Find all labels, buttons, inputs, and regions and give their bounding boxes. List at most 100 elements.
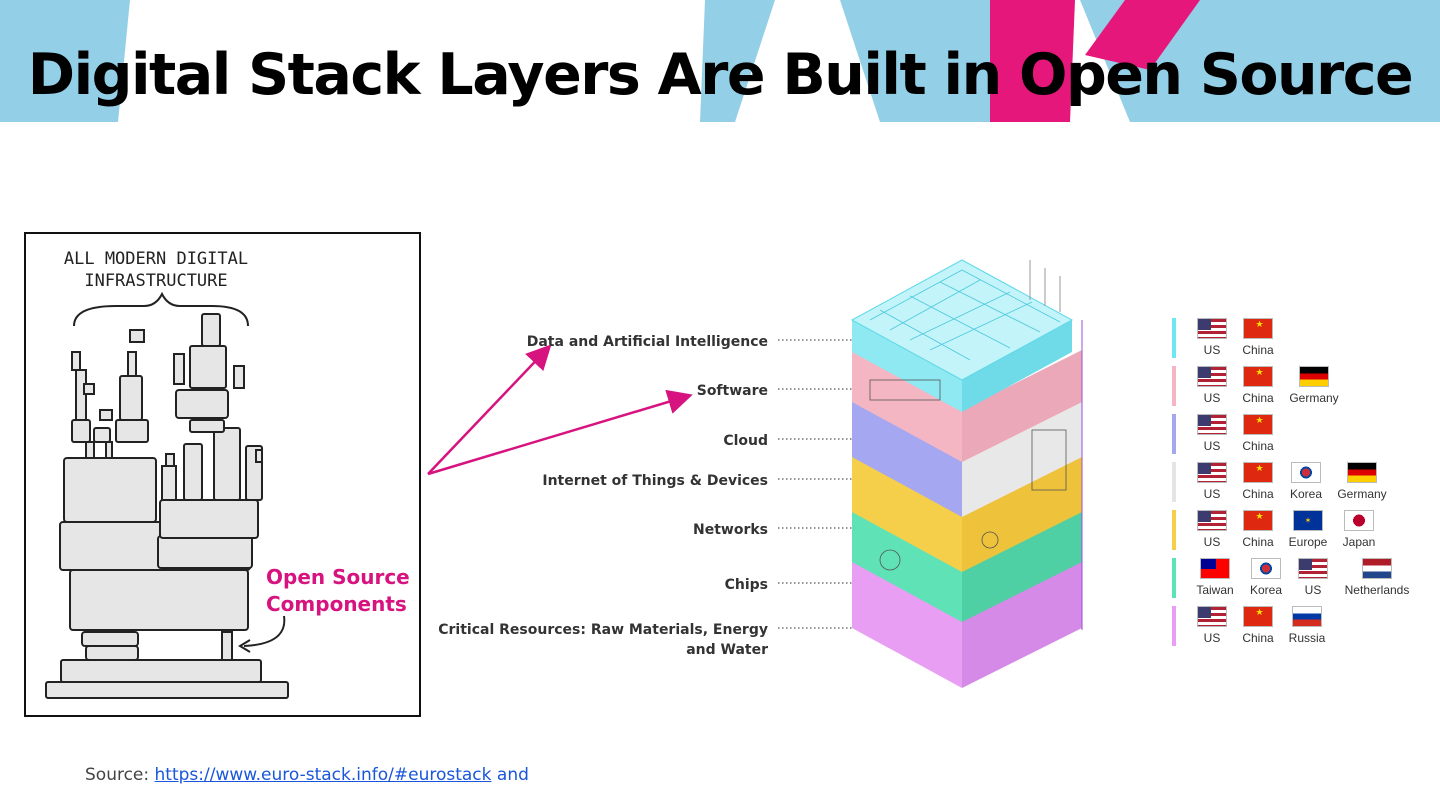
flag-us: US [1283, 558, 1343, 597]
china-flag-icon: ★ [1243, 510, 1273, 531]
flag-taiwan: Taiwan [1185, 558, 1245, 597]
layer-label-software: Software [696, 383, 768, 399]
country-name: US [1304, 583, 1322, 597]
legend-row-iot: US ★ China Korea Germany [1172, 458, 1432, 502]
china-flag-icon: ★ [1243, 414, 1273, 435]
china-flag-icon: ★ [1243, 318, 1273, 339]
country-name: China [1242, 391, 1274, 405]
layer-label-iot: Internet of Things & Devices [542, 473, 768, 489]
legend-color-bar [1172, 510, 1176, 550]
flag-us: US [1182, 510, 1242, 549]
legend-color-bar [1172, 318, 1176, 358]
country-name: US [1203, 487, 1221, 501]
legend-color-bar [1172, 606, 1176, 646]
flag-netherlands: Netherlands [1332, 558, 1422, 597]
flag-korea: Korea [1236, 558, 1296, 597]
header-banner: Digital Stack Layers Are Built in Open S… [0, 0, 1440, 122]
germany-flag-icon [1347, 462, 1377, 483]
layer-label-chips: Chips [724, 577, 768, 593]
us-flag-icon [1197, 462, 1227, 483]
source-suffix: and [496, 765, 529, 785]
us-flag-icon [1197, 318, 1227, 339]
netherlands-flag-icon [1362, 558, 1392, 579]
legend-color-bar [1172, 462, 1176, 502]
flag-china: ★ China [1228, 318, 1288, 357]
country-name: Europe [1288, 535, 1328, 549]
country-name: China [1242, 535, 1274, 549]
digital-stack-illustration [778, 259, 1083, 688]
flag-china: ★ China [1228, 462, 1288, 501]
flag-china: ★ China [1228, 414, 1288, 453]
us-flag-icon [1197, 414, 1227, 435]
us-flag-icon [1197, 606, 1227, 627]
legend-color-bar [1172, 366, 1176, 406]
germany-flag-icon [1299, 366, 1329, 387]
country-name: China [1242, 631, 1274, 645]
country-name: Taiwan [1196, 583, 1234, 597]
country-name: US [1203, 631, 1221, 645]
layer-label-data-ai: Data and Artificial Intelligence [526, 334, 768, 350]
legend-row-data-ai: US ★ China [1172, 314, 1432, 358]
country-name: Germany [1337, 487, 1387, 501]
korea-flag-icon [1291, 462, 1321, 483]
layer-label-networks: Networks [692, 522, 768, 538]
open-source-label: Open Source Components [266, 565, 410, 616]
layer-label-cloud: Cloud [723, 433, 768, 449]
flag-japan: Japan [1329, 510, 1389, 549]
japan-flag-icon [1344, 510, 1374, 531]
comic-drawing [45, 291, 289, 699]
source-link[interactable]: https://www.euro-stack.info/#eurostack [154, 765, 492, 785]
russia-flag-icon [1292, 606, 1322, 627]
legend-row-critical-resources: US ★ China Russia [1172, 602, 1432, 646]
legend-color-bar [1172, 558, 1176, 598]
korea-flag-icon [1251, 558, 1281, 579]
legend-row-networks: US ★ China ✶ Europe Japan [1172, 506, 1432, 550]
flag-us: US [1182, 366, 1242, 405]
country-name: Russia [1288, 631, 1326, 645]
source-line: Source: https://www.euro-stack.info/#eur… [85, 765, 529, 785]
country-name: Japan [1342, 535, 1376, 549]
arrow-to-software [427, 389, 693, 476]
flag-us: US [1182, 414, 1242, 453]
country-name: US [1203, 535, 1221, 549]
layer-label-critical-resources: Critical Resources: Raw Materials, Energ… [438, 622, 768, 658]
china-flag-icon: ★ [1243, 366, 1273, 387]
country-name: US [1203, 439, 1221, 453]
flag-china: ★ China [1228, 606, 1288, 645]
country-name: China [1242, 487, 1274, 501]
china-flag-icon: ★ [1243, 462, 1273, 483]
europe-flag-icon: ✶ [1293, 510, 1323, 531]
header-decoration [0, 0, 1440, 122]
us-flag-icon [1197, 510, 1227, 531]
flag-us: US [1182, 462, 1242, 501]
country-name: Korea [1249, 583, 1283, 597]
country-name: China [1242, 439, 1274, 453]
flag-china: ★ China [1228, 510, 1288, 549]
comic-panel: ALL MODERN DIGITAL INFRASTRUCTURE Open S… [24, 232, 421, 717]
comic-caption: ALL MODERN DIGITAL INFRASTRUCTURE [63, 249, 249, 291]
flag-germany: Germany [1332, 462, 1392, 501]
country-name: Netherlands [1344, 583, 1410, 597]
country-name: Korea [1289, 487, 1323, 501]
us-flag-icon [1298, 558, 1328, 579]
source-prefix: Source: [85, 765, 150, 785]
flag-russia: Russia [1277, 606, 1337, 645]
flag-us: US [1182, 606, 1242, 645]
flag-korea: Korea [1276, 462, 1336, 501]
china-flag-icon: ★ [1243, 606, 1273, 627]
country-name: Germany [1289, 391, 1339, 405]
us-flag-icon [1197, 366, 1227, 387]
flag-europe: ✶ Europe [1278, 510, 1338, 549]
country-name: US [1203, 391, 1221, 405]
taiwan-flag-icon [1200, 558, 1230, 579]
legend-row-software: US ★ China Germany [1172, 362, 1432, 406]
page-title: Digital Stack Layers Are Built in Open S… [27, 42, 1414, 108]
arrow-to-data-ai [427, 344, 552, 475]
legend-color-bar [1172, 414, 1176, 454]
country-name: China [1242, 343, 1274, 357]
legend-row-cloud: US ★ China [1172, 410, 1432, 454]
flag-germany: Germany [1284, 366, 1344, 405]
flag-us: US [1182, 318, 1242, 357]
flag-china: ★ China [1228, 366, 1288, 405]
country-name: US [1203, 343, 1221, 357]
